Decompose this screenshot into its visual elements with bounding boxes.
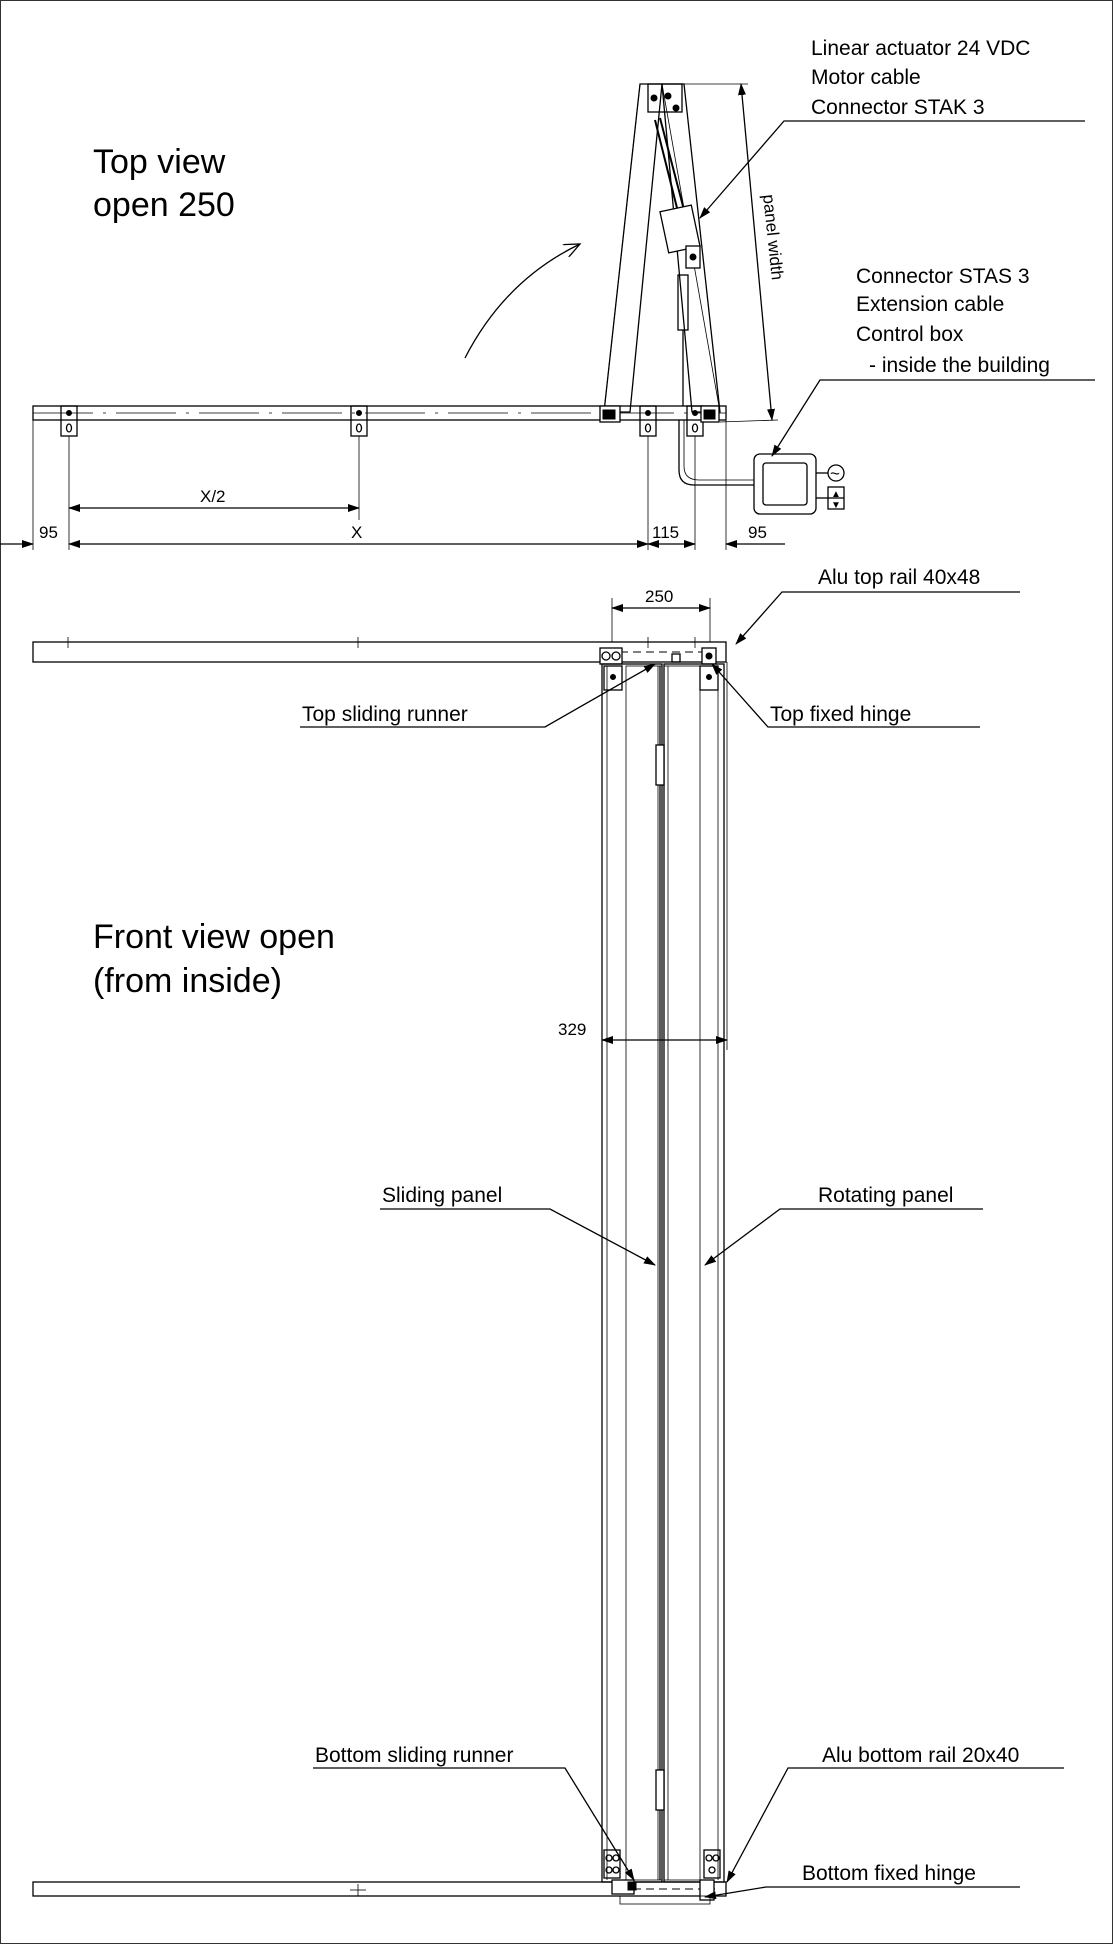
front-view-title-line1: Front view open <box>93 918 335 956</box>
linear-actuator <box>654 117 701 406</box>
label-bottom-fixed-hinge: Bottom fixed hinge <box>802 1862 976 1885</box>
panel-width-dim: panel width <box>759 193 787 281</box>
label-sliding-panel: Sliding panel <box>382 1184 502 1207</box>
sliding-panel-outer <box>601 663 663 1883</box>
label-alu-bottom-rail: Alu bottom rail 20x40 <box>822 1744 1019 1767</box>
control-label-3: Control box <box>856 323 964 346</box>
front-panels <box>601 663 725 1883</box>
top-view-open-panels <box>599 83 721 423</box>
top-view-title-line2: open 250 <box>93 186 235 224</box>
label-alu-top-rail: Alu top rail 40x48 <box>818 566 980 589</box>
ac-symbol: ~ <box>830 464 840 483</box>
rotating-panel-outer <box>663 663 725 1883</box>
front-top-rail <box>32 641 727 663</box>
switch-up-icon: ▲ <box>831 489 841 500</box>
motor-cable <box>678 420 754 486</box>
front-view: Front view open (from inside) 250 <box>32 566 1064 1905</box>
rotation-arrow <box>464 244 580 359</box>
label-top-sliding-runner: Top sliding runner <box>302 703 468 726</box>
label-top-fixed-hinge: Top fixed hinge <box>770 703 911 726</box>
dim-x-half: X/2 <box>200 487 226 506</box>
dim-329: 329 <box>558 1020 586 1039</box>
control-label-1: Connector STAS 3 <box>856 265 1030 288</box>
actuator-label-3: Connector STAK 3 <box>811 96 985 119</box>
top-view: Top view open 250 <box>0 37 1095 550</box>
control-box: ~ ▲ ▼ <box>753 453 845 515</box>
control-label-4: - inside the building <box>869 354 1050 377</box>
front-view-title-line2: (from inside) <box>93 962 282 1000</box>
actuator-label-1: Linear actuator 24 VDC <box>811 37 1030 60</box>
label-rotating-panel: Rotating panel <box>818 1184 953 1207</box>
dim-115: 115 <box>652 523 679 542</box>
dim-left-95: 95 <box>39 523 58 542</box>
top-view-title-line1: Top view <box>93 143 226 181</box>
switch-down-icon: ▼ <box>831 500 841 511</box>
dim-right-95: 95 <box>748 523 767 542</box>
control-label-2: Extension cable <box>856 293 1004 316</box>
label-bottom-sliding-runner: Bottom sliding runner <box>315 1744 513 1767</box>
bottom-hardware <box>603 1849 721 1905</box>
dim-x: X <box>351 523 362 542</box>
front-bottom-rail <box>32 1881 727 1897</box>
actuator-label-2: Motor cable <box>811 66 921 89</box>
dim-250: 250 <box>645 587 673 606</box>
